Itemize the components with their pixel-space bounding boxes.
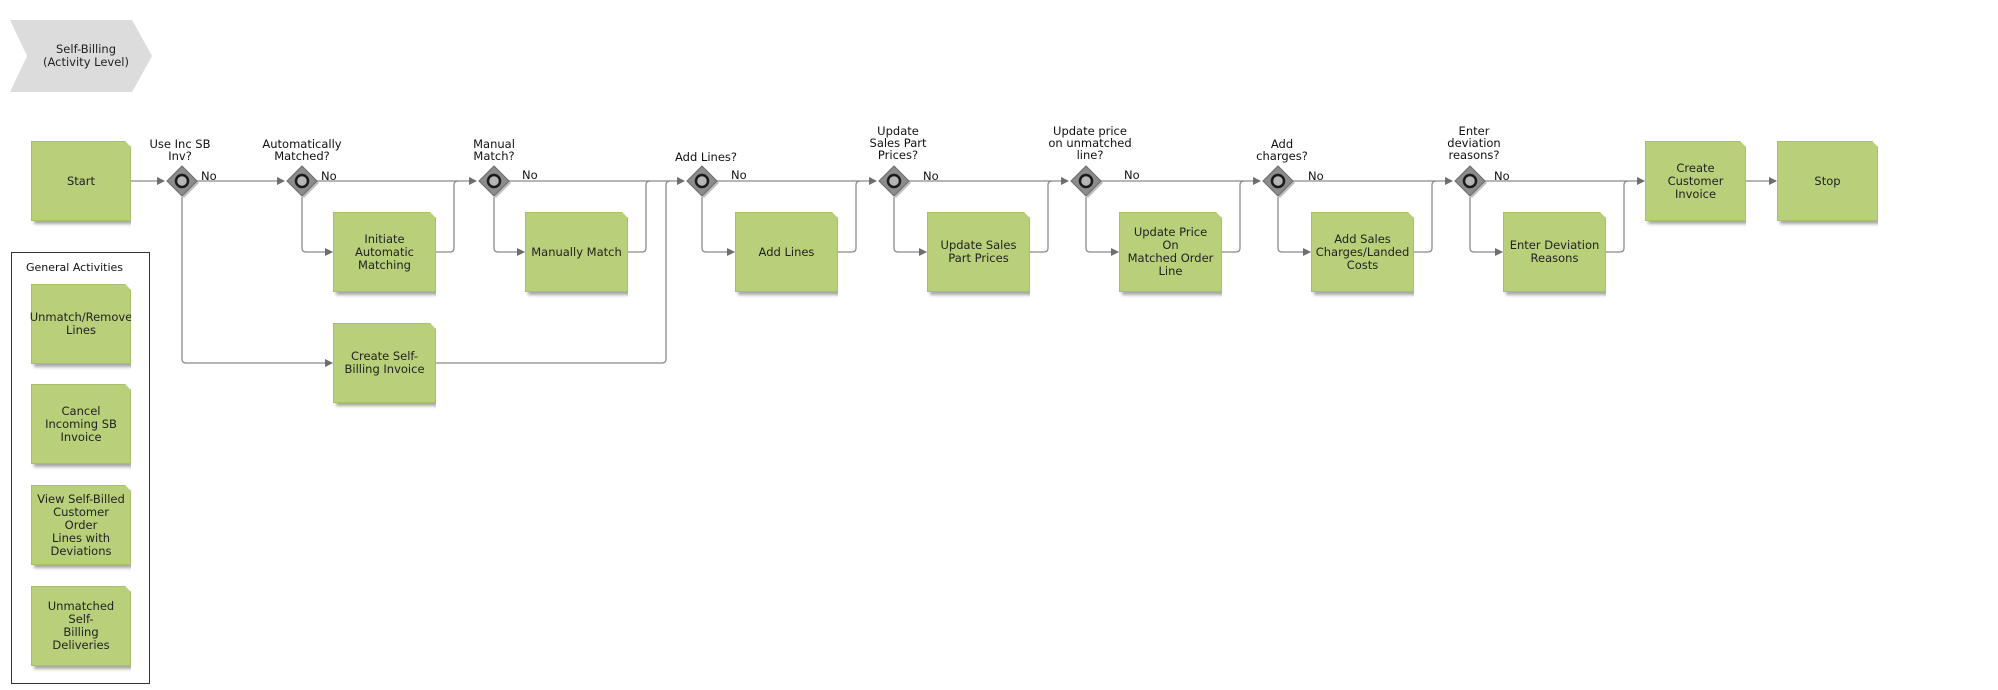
decision-gateway-manual-match[interactable]: [478, 165, 511, 198]
no-label-d7: No: [1308, 169, 1324, 183]
decision-label-update-price-unmatched: Update price on unmatched line?: [1048, 124, 1132, 162]
no-label-d1: No: [201, 169, 217, 183]
general-activities-title: General Activities: [26, 261, 124, 274]
decision-label-add-charges: Add charges?: [1256, 137, 1308, 163]
connector-d6-to-update-price-matched: [1085, 197, 1119, 256]
decision-label-add-lines: Add Lines?: [675, 150, 737, 164]
create-self-billing-invoice-node[interactable]: Create Self- Billing Invoice: [333, 323, 436, 403]
decision-label-update-sales-part-prices: Update Sales Part Prices?: [869, 124, 927, 162]
connector-enter-deviation-to-create-invoice: [1606, 180, 1629, 253]
connector-update-sales-part-prices-to-d6: [1030, 180, 1053, 253]
connector-manually-match-to-d4: [628, 180, 651, 253]
connector-d2-to-initiate-matching: [301, 197, 333, 256]
general-activity-unmatched-deliveries[interactable]: Unmatched Self- Billing Deliveries: [31, 586, 131, 666]
decision-label-enter-deviation: Enter deviation reasons?: [1447, 124, 1501, 162]
add-sales-charges-node[interactable]: Add Sales Charges/Landed Costs: [1311, 212, 1414, 292]
decision-gateway-automatically-matched[interactable]: [286, 165, 319, 198]
connector-create-sb-invoice-to-d4: [436, 180, 671, 364]
decision-label-manual-match: Manual Match?: [473, 137, 515, 163]
decision-label-use-inc-sb-inv: Use Inc SB Inv?: [149, 137, 211, 163]
enter-deviation-reasons-node[interactable]: Enter Deviation Reasons: [1503, 212, 1606, 292]
header-chevron: Self-Billing (Activity Level): [10, 20, 152, 92]
no-label-d6: No: [1124, 168, 1140, 182]
general-activity-view-self-billed-lines[interactable]: View Self-Billed Customer Order Lines wi…: [31, 485, 131, 565]
update-price-matched-order-line-node[interactable]: Update Price On Matched Order Line: [1119, 212, 1222, 292]
decision-gateway-add-charges[interactable]: [1262, 165, 1295, 198]
no-label-d8: No: [1494, 169, 1510, 183]
connector-update-price-matched-to-d7: [1222, 180, 1245, 253]
connector-d7-to-add-sales-charges: [1277, 197, 1311, 256]
connector-d1-to-create-sb-invoice: [181, 197, 333, 367]
general-activity-cancel-incoming-sb-invoice[interactable]: Cancel Incoming SB Invoice: [31, 384, 131, 464]
connector-d3-to-manually-match: [493, 197, 525, 256]
connector-d8-to-enter-deviation: [1469, 197, 1503, 256]
decision-gateway-update-sales-part-prices[interactable]: [878, 165, 911, 198]
manually-match-node[interactable]: Manually Match: [525, 212, 628, 292]
no-label-d4: No: [731, 168, 747, 182]
no-label-d2: No: [321, 169, 337, 183]
connector-add-sales-charges-to-d8: [1414, 180, 1437, 253]
start-node[interactable]: Start: [31, 141, 131, 221]
decision-gateway-enter-deviation[interactable]: [1454, 165, 1487, 198]
decision-gateway-update-price-unmatched[interactable]: [1070, 165, 1103, 198]
no-label-d5: No: [923, 169, 939, 183]
update-sales-part-prices-node[interactable]: Update Sales Part Prices: [927, 212, 1030, 292]
decision-gateway-use-inc-sb-inv[interactable]: [166, 165, 199, 198]
connector-add-lines-to-d5: [838, 180, 861, 253]
decision-gateway-add-lines[interactable]: [686, 165, 719, 198]
general-activity-unmatch-remove-lines[interactable]: Unmatch/Remove Lines: [31, 284, 131, 364]
no-label-d3: No: [522, 168, 538, 182]
create-customer-invoice-node[interactable]: Create Customer Invoice: [1645, 141, 1746, 221]
connector-d5-to-update-sales-part-prices: [893, 197, 927, 256]
connector-initiate-matching-to-d3: [436, 180, 459, 253]
decision-label-automatically-matched: Automatically Matched?: [262, 137, 342, 163]
connector-d4-to-add-lines: [701, 197, 735, 256]
initiate-automatic-matching-node[interactable]: Initiate Automatic Matching: [333, 212, 436, 292]
add-lines-node[interactable]: Add Lines: [735, 212, 838, 292]
stop-node[interactable]: Stop: [1777, 141, 1878, 221]
